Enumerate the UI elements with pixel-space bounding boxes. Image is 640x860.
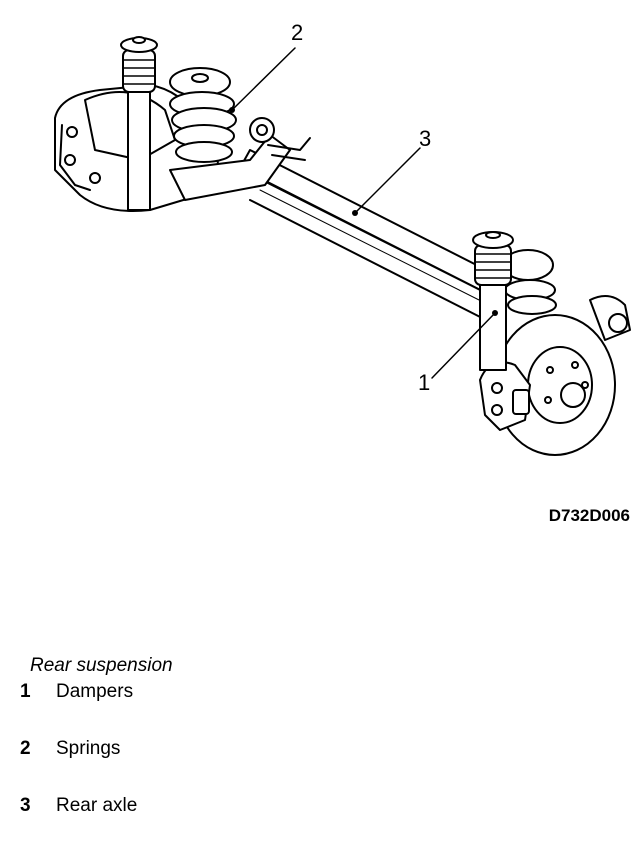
callout-number-1: 1 (418, 370, 431, 395)
legend-number: 1 (20, 681, 31, 702)
left-damper (120, 36, 158, 211)
legend-number: 3 (20, 795, 31, 816)
leader-dot-1 (492, 310, 498, 316)
legend-label: Springs (56, 738, 121, 759)
legend-item: 1 Dampers (20, 681, 133, 703)
callout-leaders (231, 47, 496, 379)
leader-line-3 (354, 147, 421, 214)
leader-dot-2 (229, 107, 235, 113)
right-hub-assembly (479, 295, 631, 456)
legend-item: 2 Springs (20, 738, 120, 760)
callout-number-3: 3 (419, 126, 432, 151)
leader-line-2 (231, 47, 296, 111)
rear-axle-beam (239, 149, 511, 323)
legend-number: 2 (20, 738, 31, 759)
leader-dot-3 (352, 210, 358, 216)
left-spring (169, 67, 237, 163)
right-spring (502, 249, 557, 315)
leader-line-1 (431, 312, 496, 379)
legend-title: Rear suspension (30, 655, 173, 676)
rear-suspension-drawing (54, 36, 631, 456)
legend-label: Rear axle (56, 795, 138, 816)
legend-label: Dampers (56, 681, 134, 702)
figure-code: D732D006 (548, 506, 630, 525)
legend-item: 3 Rear axle (20, 795, 137, 817)
right-damper (472, 231, 514, 371)
callout-number-2: 2 (291, 20, 304, 45)
